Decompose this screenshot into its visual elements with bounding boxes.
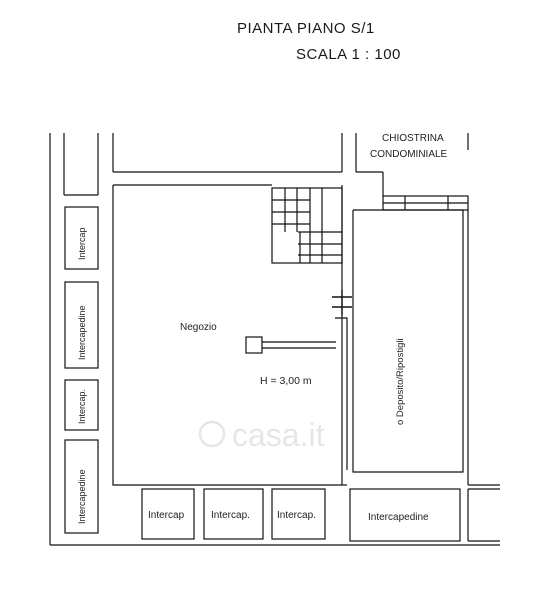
staircase <box>271 187 343 264</box>
chiostrina-label-2: CONDOMINIALE <box>370 149 448 160</box>
intercapedine-cell-left-2 <box>64 281 99 369</box>
watermark-house-icon <box>198 420 226 448</box>
room-label-negozio: Negozio <box>180 322 217 333</box>
height-label: H = 3,00 m <box>260 375 312 387</box>
label-intercap-bottom-2: Intercap. <box>211 510 250 521</box>
plan-title: PIANTA PIANO S/1 <box>237 20 375 37</box>
plan-scale: SCALA 1 : 100 <box>296 46 401 63</box>
intercap-cell-bottom-3 <box>271 488 326 540</box>
intercap-cell-bottom-2 <box>203 488 264 540</box>
label-intercap-bottom-3: Intercap. <box>277 510 316 521</box>
intercap-cell-left-3 <box>64 379 99 431</box>
intercap-cell-bottom-1 <box>141 488 195 540</box>
label-intercapedine-left-4: Intercapedine <box>77 469 87 524</box>
chiostrina-label-1: CHIOSTRINA <box>382 133 444 144</box>
label-intercap-left-1: Intercap <box>77 227 87 260</box>
intercap-cell-left-1 <box>64 206 99 270</box>
label-intercap-bottom-1: Intercap <box>148 510 185 521</box>
label-intercap-left-3: Intercap. <box>77 389 87 424</box>
label-intercapedine-bottom-4: Intercapedine <box>368 512 429 523</box>
intercapedine-cell-bottom-4 <box>349 488 461 542</box>
fixture-box <box>245 336 263 354</box>
watermark-text: casa.it <box>232 417 325 453</box>
intercapedine-cell-left-4 <box>64 439 99 534</box>
watermark: casa.it <box>198 417 325 453</box>
deposito-room <box>352 209 464 473</box>
label-intercapedine-left-2: Intercapedine <box>77 305 87 360</box>
room-label-deposito: o Deposito/Ripostigli <box>395 338 406 425</box>
negozio-wall-left <box>112 185 140 486</box>
